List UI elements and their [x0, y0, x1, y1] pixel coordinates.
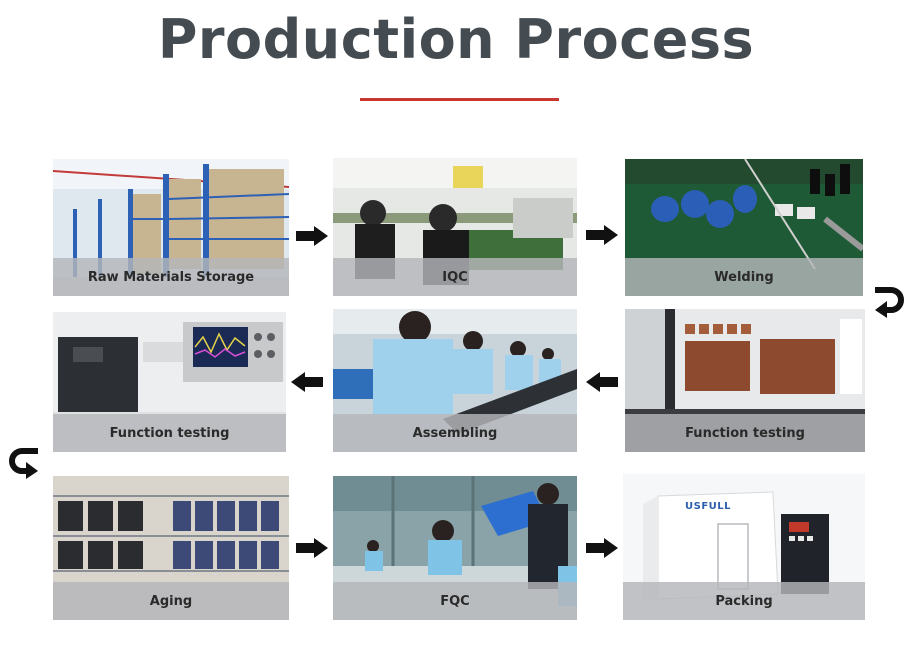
arrow-right-icon [296, 226, 328, 246]
step-function-testing-1: Function testing [53, 312, 286, 452]
turn-down-arrow-icon [873, 286, 907, 318]
arrow-right-icon [586, 538, 618, 558]
step-label: Packing [623, 582, 865, 620]
step-label: Welding [625, 258, 863, 296]
step-assembling: Assembling [333, 309, 577, 452]
arrow-left-icon [586, 372, 618, 392]
arrow-right-icon [296, 538, 328, 558]
turn-down-arrow-icon [6, 447, 40, 479]
step-label: Raw Materials Storage [53, 258, 289, 296]
step-label: Function testing [53, 414, 286, 452]
step-label: Assembling [333, 414, 577, 452]
page-title: Production Process [157, 8, 755, 71]
step-label: Function testing [625, 414, 865, 452]
step-welding: Welding [625, 159, 863, 296]
step-packing: USFULL Packing [623, 474, 865, 620]
step-label: IQC [333, 258, 577, 296]
step-function-testing-2: Function testing [625, 309, 865, 452]
step-fqc: FQC [333, 476, 577, 620]
step-label: Aging [53, 582, 289, 620]
step-aging: Aging [53, 476, 289, 620]
title-underline [360, 98, 559, 101]
arrow-right-icon [586, 225, 618, 245]
step-iqc: IQC [333, 158, 577, 296]
packing-brand-logo: USFULL [685, 501, 732, 512]
step-label: FQC [333, 582, 577, 620]
step-raw-materials-storage: Raw Materials Storage [53, 159, 289, 296]
arrow-left-icon [291, 372, 323, 392]
